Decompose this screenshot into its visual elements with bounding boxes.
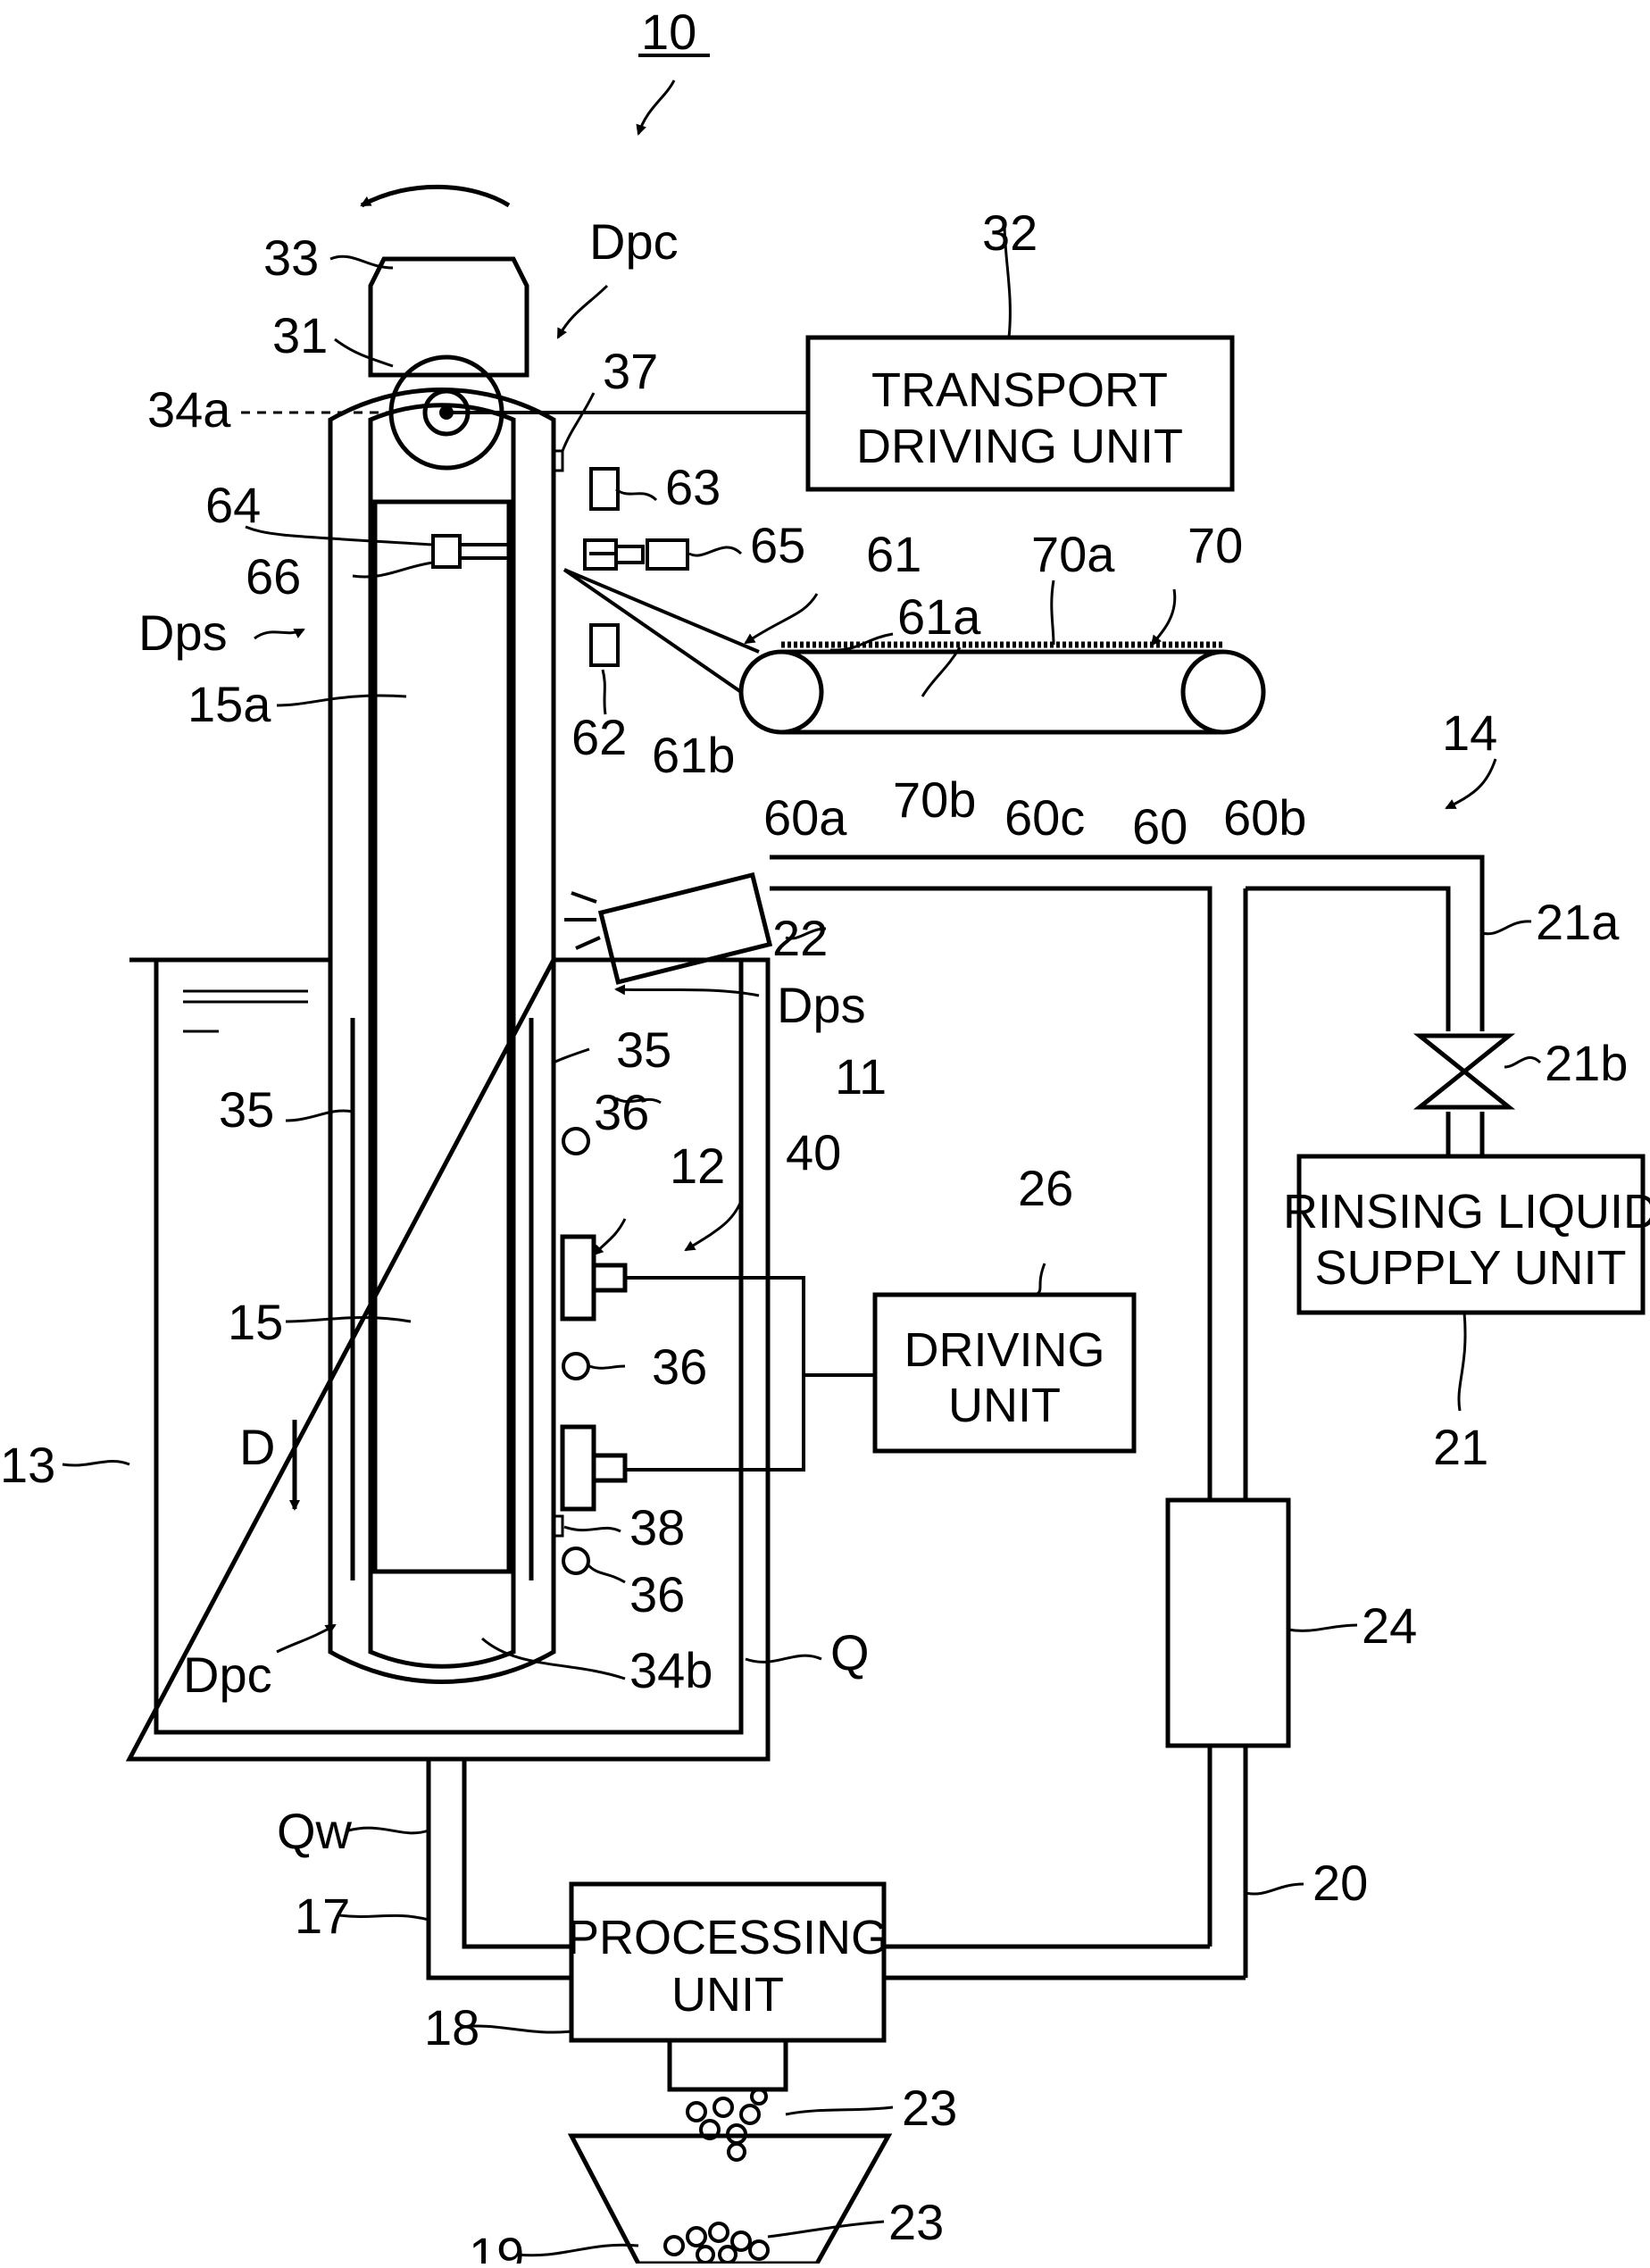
label-20: 20	[1312, 1855, 1368, 1911]
figure-number-leader	[638, 80, 674, 134]
label-19: 19	[469, 2227, 524, 2264]
label-35-right: 35	[616, 1021, 671, 1078]
support-frame-15	[375, 502, 509, 1572]
driving-unit-line2: UNIT	[948, 1379, 1061, 1432]
label-21b: 21b	[1545, 1035, 1628, 1091]
label-qw: Qw	[277, 1803, 353, 1859]
sensor-62	[591, 625, 618, 665]
label-33: 33	[263, 229, 319, 286]
label-q: Q	[830, 1624, 870, 1680]
label-dps-left: Dps	[138, 605, 228, 661]
label-61: 61	[866, 526, 921, 582]
label-38: 38	[629, 1499, 685, 1555]
label-21: 21	[1433, 1419, 1488, 1475]
transport-belt-inner	[371, 405, 513, 1667]
label-61a: 61a	[897, 588, 981, 645]
label-63: 63	[665, 459, 721, 515]
label-15a: 15a	[188, 676, 271, 732]
label-dpc-bottom: Dpc	[183, 1647, 272, 1703]
label-35-left: 35	[219, 1081, 274, 1138]
label-31: 31	[272, 307, 328, 363]
label-36-top: 36	[594, 1084, 649, 1140]
transport-belt-outer	[330, 390, 554, 1682]
label-61b: 61b	[652, 727, 735, 783]
label-21a: 21a	[1536, 894, 1620, 950]
label-32: 32	[982, 204, 1038, 261]
conveyor-60	[741, 652, 1263, 732]
processing-unit-outlet	[670, 2040, 786, 2089]
label-11: 11	[835, 1048, 887, 1105]
label-13: 13	[0, 1437, 55, 1493]
sensor-63	[591, 469, 618, 509]
drain-pipe-17	[429, 1759, 571, 1978]
valve-21b	[1420, 1036, 1509, 1107]
processing-unit-line2: UNIT	[671, 1968, 784, 2022]
label-34b: 34b	[629, 1642, 712, 1698]
label-15: 15	[228, 1294, 283, 1350]
rotation-arrow	[362, 187, 509, 205]
label-60c: 60c	[1004, 789, 1085, 846]
nozzle-36-bottom	[563, 1548, 588, 1573]
label-62: 62	[571, 709, 627, 765]
scraper-61a	[564, 570, 759, 652]
label-12: 12	[670, 1138, 725, 1194]
detector-66	[433, 536, 509, 567]
actuator-40-upper	[562, 1237, 625, 1319]
label-dpc-top: Dpc	[589, 213, 679, 270]
label-14: 14	[1442, 705, 1497, 761]
label-60b: 60b	[1223, 789, 1306, 846]
label-17: 17	[295, 1888, 350, 1944]
particles-23-falling	[688, 2089, 766, 2160]
label-36-bottom: 36	[629, 1566, 685, 1622]
figure-number: 10	[641, 4, 696, 60]
label-40: 40	[786, 1124, 841, 1180]
label-26: 26	[1018, 1160, 1073, 1216]
label-18: 18	[424, 1999, 479, 2055]
label-60: 60	[1132, 798, 1188, 855]
label-64: 64	[205, 477, 261, 533]
label-23-falling: 23	[902, 2080, 957, 2136]
label-36-middle: 36	[652, 1338, 707, 1395]
particles-23-collected	[665, 2223, 768, 2263]
label-70: 70	[1188, 517, 1243, 573]
rinsing-liquid-supply-line1: RINSING LIQUID	[1283, 1185, 1650, 1238]
transport-driving-unit-line1: TRANSPORT	[871, 363, 1168, 417]
transport-driving-unit-line2: DRIVING UNIT	[856, 420, 1183, 473]
label-24: 24	[1362, 1597, 1417, 1654]
label-66: 66	[246, 548, 301, 605]
driving-unit-line1: DRIVING	[904, 1323, 1104, 1377]
rinsing-liquid-supply-line2: SUPPLY UNIT	[1314, 1241, 1626, 1295]
return-pipe-20	[884, 1947, 1246, 1978]
label-d: D	[239, 1419, 275, 1475]
filter-24	[1168, 1500, 1288, 1746]
label-22: 22	[772, 910, 828, 966]
label-70a: 70a	[1031, 526, 1115, 582]
label-34a: 34a	[147, 381, 231, 438]
label-60a: 60a	[763, 789, 847, 846]
label-65: 65	[750, 517, 805, 573]
detector-65	[585, 540, 688, 569]
label-70b: 70b	[893, 771, 976, 828]
label-dps-right: Dps	[777, 977, 866, 1033]
nozzle-36-middle	[563, 1354, 588, 1379]
nozzle-36-top	[563, 1129, 588, 1154]
label-37: 37	[603, 343, 658, 399]
processing-unit-line1: PROCESSING	[567, 1911, 888, 1964]
label-23-collected: 23	[888, 2194, 944, 2250]
actuator-40-lower	[562, 1427, 625, 1509]
sensor-38	[554, 1516, 562, 1536]
sensor-37	[554, 451, 562, 471]
